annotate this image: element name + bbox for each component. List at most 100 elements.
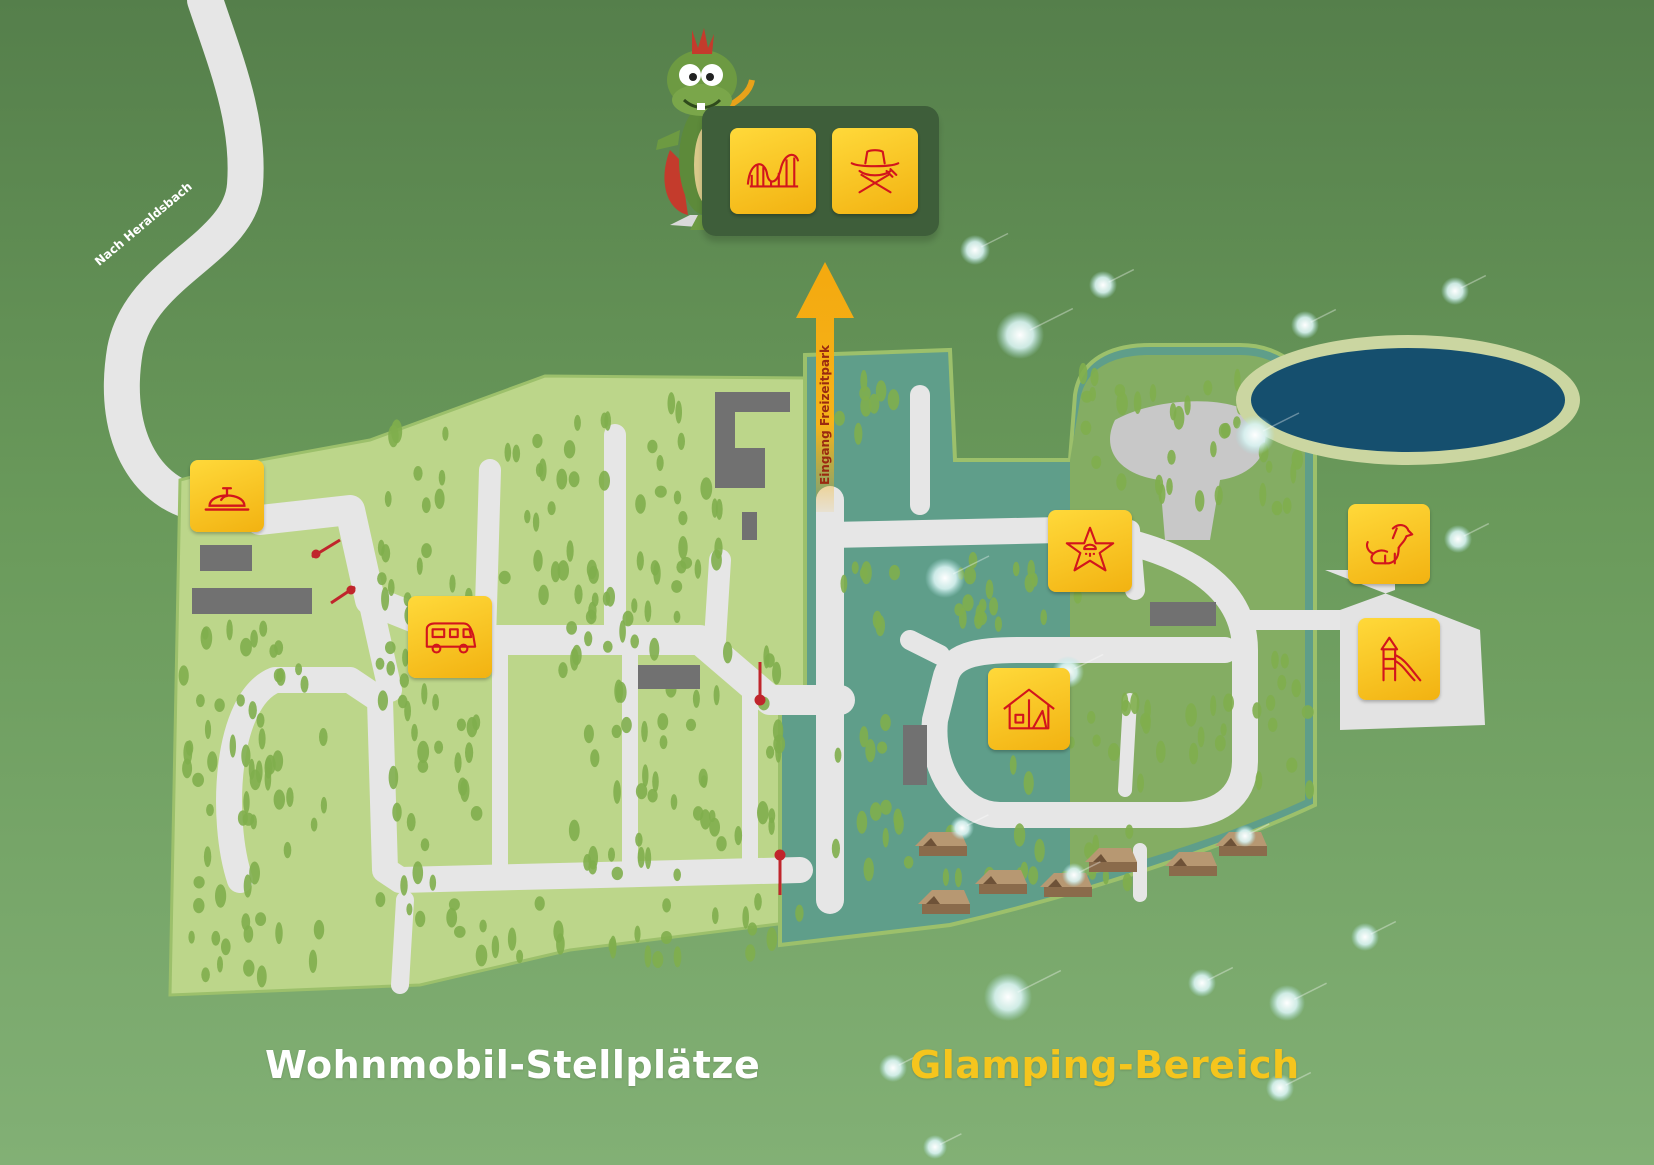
tree xyxy=(475,944,488,967)
tree xyxy=(590,749,600,768)
tree xyxy=(652,951,664,968)
glamping-area-label: Glamping-Bereich xyxy=(910,1043,1300,1087)
tree xyxy=(498,570,511,585)
dog-poi[interactable]: Hundewiese xyxy=(1348,504,1430,584)
glamping-roads xyxy=(817,385,1365,902)
tree xyxy=(1133,391,1142,414)
sparkle xyxy=(1291,308,1337,339)
tree xyxy=(1023,771,1034,795)
tree xyxy=(603,640,613,653)
tree xyxy=(968,552,978,569)
tree xyxy=(834,747,842,763)
tree xyxy=(203,846,212,868)
tree xyxy=(243,874,252,898)
park-entrance-label: Eingang Freizeitpark xyxy=(818,344,832,485)
tree xyxy=(215,884,227,908)
tree xyxy=(273,668,284,683)
tree xyxy=(249,769,261,791)
sparkle xyxy=(984,969,1062,1021)
tree xyxy=(202,627,209,640)
playground-poi[interactable]: Spielplatz xyxy=(1358,618,1440,700)
tree xyxy=(647,788,658,803)
tree xyxy=(1081,390,1093,403)
tree xyxy=(860,369,868,392)
rollercoaster-poi[interactable]: Freizeitpark xyxy=(730,128,816,214)
tree xyxy=(652,771,659,792)
tree xyxy=(388,579,395,596)
tree xyxy=(568,471,580,488)
tree xyxy=(745,944,756,962)
tree xyxy=(1267,717,1278,732)
sparkle xyxy=(960,232,1009,265)
tree xyxy=(310,817,318,832)
park-entrance-arrow xyxy=(796,262,854,512)
sanitary-poi[interactable]: Sanitär xyxy=(1048,510,1132,592)
tree xyxy=(1092,734,1101,747)
tree xyxy=(659,735,668,750)
tree xyxy=(644,600,652,623)
tree xyxy=(673,490,682,505)
tree xyxy=(1291,679,1302,698)
tree xyxy=(637,846,645,868)
tree xyxy=(420,838,430,852)
tree xyxy=(1149,384,1157,402)
tree xyxy=(1223,693,1234,712)
tree xyxy=(1122,873,1132,892)
tree xyxy=(388,765,399,790)
tree xyxy=(1087,711,1096,724)
tree xyxy=(568,819,580,842)
tree xyxy=(1040,609,1047,625)
tree xyxy=(566,540,574,562)
tree xyxy=(448,898,460,911)
tree xyxy=(1252,702,1262,719)
sparkle xyxy=(1188,966,1234,997)
tree xyxy=(300,675,309,693)
tree xyxy=(178,665,189,686)
tree xyxy=(994,616,1003,632)
tree xyxy=(630,634,639,649)
sparkle xyxy=(1235,412,1300,455)
tree xyxy=(547,501,556,516)
tree xyxy=(700,775,708,788)
tree xyxy=(875,615,885,637)
tree xyxy=(256,965,267,988)
tree xyxy=(657,713,669,731)
restaurant-poi[interactable]: Restaurant xyxy=(832,128,918,214)
tree xyxy=(1286,757,1298,773)
tree xyxy=(636,551,644,571)
tree xyxy=(713,685,720,706)
access-road xyxy=(103,0,264,523)
tree xyxy=(1034,838,1045,863)
tree xyxy=(611,866,623,881)
tree xyxy=(1084,842,1094,860)
tree xyxy=(264,766,272,791)
camper-van-icon xyxy=(425,622,477,654)
camper-poi[interactable]: Wohnmobil xyxy=(408,596,492,678)
tree xyxy=(676,560,687,574)
tree xyxy=(1220,723,1227,736)
tree xyxy=(533,549,543,572)
glamping-poi[interactable]: Glamping xyxy=(988,668,1070,750)
tree xyxy=(1073,589,1082,604)
tree xyxy=(656,455,664,471)
tree xyxy=(196,694,205,708)
tree xyxy=(319,728,328,746)
tree xyxy=(243,791,250,814)
tree xyxy=(598,470,611,491)
tree xyxy=(880,799,892,815)
tree xyxy=(465,742,474,763)
reception-bell-icon xyxy=(204,487,250,511)
reception-poi[interactable]: Rezeption xyxy=(190,460,264,532)
tree xyxy=(384,491,392,507)
tree xyxy=(472,714,481,731)
sparkle xyxy=(1441,274,1487,305)
tree xyxy=(417,759,429,773)
tree xyxy=(1301,705,1314,719)
tree xyxy=(1090,367,1099,387)
tree xyxy=(574,584,583,605)
tree xyxy=(1125,824,1134,839)
tree xyxy=(556,933,565,955)
tree xyxy=(429,874,437,891)
tree xyxy=(256,713,265,728)
